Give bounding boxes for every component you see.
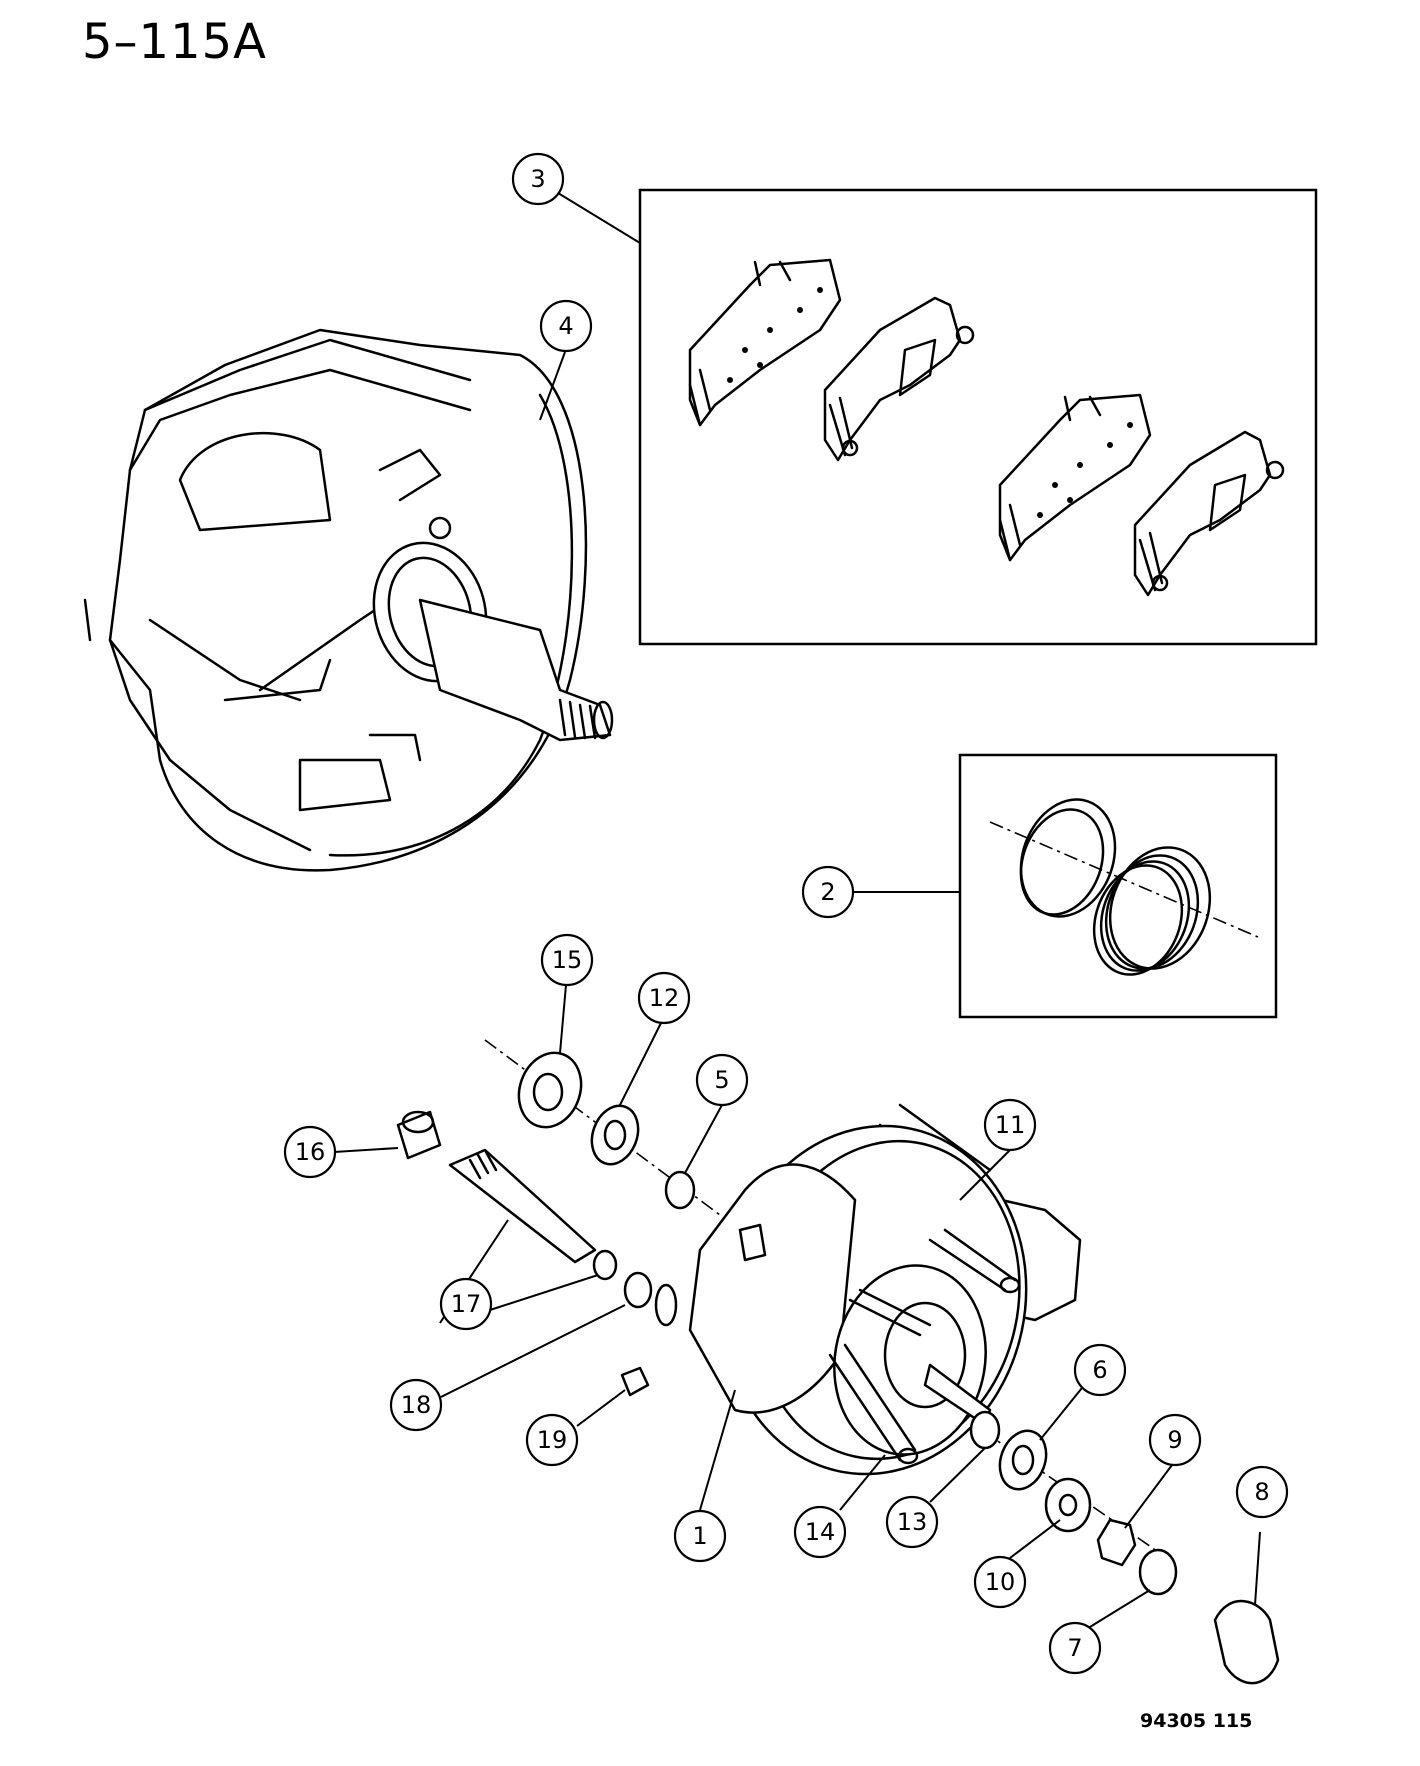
callout-16: 16 — [283, 1125, 337, 1179]
callout-19: 19 — [525, 1413, 579, 1467]
callout-8: 8 — [1235, 1465, 1289, 1519]
callout-label-13: 13 — [897, 1508, 928, 1536]
nut-shape — [1096, 1518, 1137, 1567]
callout-5: 5 — [695, 1053, 749, 1107]
callout-7: 7 — [1048, 1621, 1102, 1675]
callout-label-15: 15 — [552, 946, 583, 974]
dust-boot-ring — [1092, 846, 1212, 976]
callout-label-4: 4 — [558, 312, 573, 340]
callout-6: 6 — [1073, 1343, 1127, 1397]
callout-label-9: 9 — [1167, 1426, 1182, 1454]
callout-13: 13 — [885, 1495, 939, 1549]
callout-label-11: 11 — [995, 1111, 1026, 1139]
grease-seal-shape — [664, 1170, 696, 1210]
drawing-code: 94305 115 — [1140, 1710, 1253, 1732]
inner-bearing-cup-shape — [517, 1051, 583, 1129]
callout-15: 15 — [540, 933, 594, 987]
callout-17: 17 — [439, 1277, 493, 1331]
callout-label-3: 3 — [530, 165, 545, 193]
callout-label-7: 7 — [1067, 1634, 1082, 1662]
brake-pad-outer-1 — [688, 258, 842, 427]
callout-10: 10 — [973, 1555, 1027, 1609]
callout-3: 3 — [511, 152, 565, 206]
callout-1: 1 — [673, 1509, 727, 1563]
washer-shape — [1044, 1477, 1092, 1533]
brake-pads-inset-frame — [638, 188, 1318, 646]
inner-bearing-shape — [590, 1104, 640, 1166]
leader-lines — [333, 192, 1261, 1631]
small-bushing-shape — [592, 1249, 618, 1281]
callout-label-2: 2 — [820, 878, 835, 906]
callout-2: 2 — [801, 865, 855, 919]
brake-pad-outer-2 — [998, 393, 1152, 562]
piston-seal-ring — [1019, 798, 1117, 918]
callout-label-6: 6 — [1092, 1356, 1107, 1384]
callout-label-8: 8 — [1254, 1478, 1269, 1506]
callout-9: 9 — [1148, 1413, 1202, 1467]
cotter-shape — [1138, 1548, 1178, 1596]
callout-11: 11 — [983, 1098, 1037, 1152]
callout-label-17: 17 — [451, 1290, 482, 1318]
splash-shield-assembly — [83, 328, 614, 872]
callout-12: 12 — [637, 971, 691, 1025]
brake-pad-inner-2 — [1133, 430, 1285, 597]
page-title: 5–115A — [82, 14, 267, 70]
callout-14: 14 — [793, 1505, 847, 1559]
grease-cap-shape — [1213, 1600, 1280, 1685]
outer-bearing-cup-shape — [969, 1410, 1001, 1450]
callout-label-14: 14 — [805, 1518, 836, 1546]
callout-label-10: 10 — [985, 1568, 1016, 1596]
boot-shape — [623, 1271, 653, 1309]
outer-bearing-shape — [998, 1429, 1048, 1491]
callout-label-1: 1 — [692, 1522, 707, 1550]
callout-label-5: 5 — [714, 1066, 729, 1094]
callout-4: 4 — [539, 299, 593, 353]
callout-18: 18 — [389, 1378, 443, 1432]
brake-pads-inset — [638, 188, 1318, 646]
bleeder-shape — [620, 1366, 650, 1397]
piston-seal-inset-frame — [958, 753, 1278, 1019]
callout-label-18: 18 — [401, 1391, 432, 1419]
piston-seal-inset — [958, 753, 1278, 1019]
hub-rotor-assembly — [396, 1039, 1280, 1685]
bolt-shape — [448, 1148, 597, 1264]
callout-label-12: 12 — [649, 984, 680, 1012]
brake-pad-inner-1 — [823, 296, 975, 462]
callout-label-19: 19 — [537, 1426, 568, 1454]
callout-label-16: 16 — [295, 1138, 326, 1166]
bushing-shape — [396, 1110, 442, 1160]
